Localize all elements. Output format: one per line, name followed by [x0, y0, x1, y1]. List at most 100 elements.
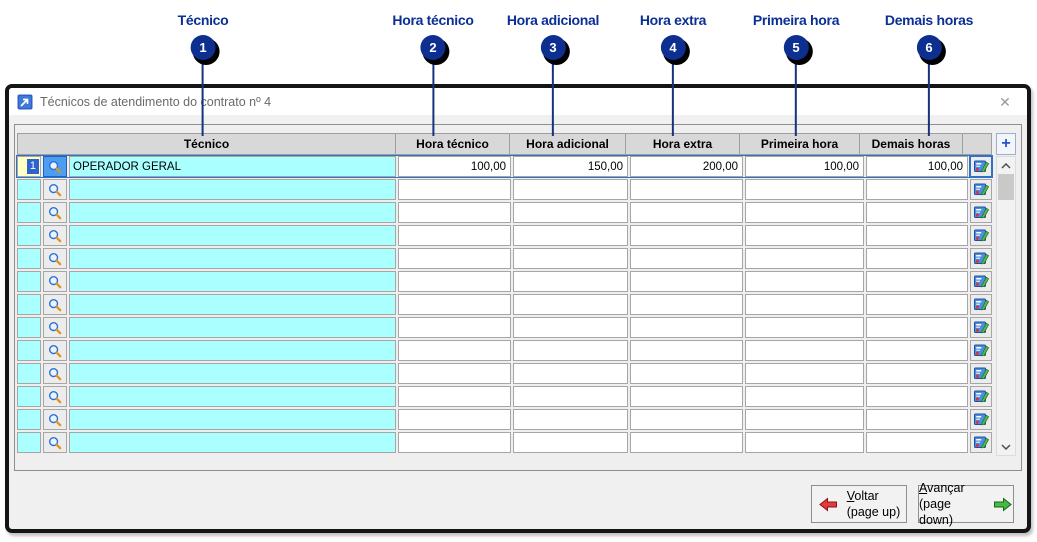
hora-extra-cell[interactable] — [630, 202, 743, 223]
hora-adicional-cell[interactable] — [513, 432, 628, 453]
scrollbar-track[interactable] — [997, 174, 1015, 438]
close-button[interactable]: ✕ — [995, 92, 1015, 112]
demais-horas-cell[interactable] — [866, 386, 968, 407]
tecnico-cell[interactable] — [69, 386, 396, 407]
vertical-scrollbar[interactable] — [996, 156, 1016, 456]
primeira-hora-cell[interactable] — [745, 340, 864, 361]
primeira-hora-cell[interactable] — [745, 317, 864, 338]
edit-record-button[interactable] — [969, 155, 993, 178]
lookup-button[interactable] — [43, 340, 67, 361]
edit-record-button[interactable] — [970, 248, 992, 269]
lookup-button[interactable] — [43, 317, 67, 338]
lookup-button[interactable] — [43, 432, 67, 453]
hora-extra-cell[interactable] — [630, 386, 743, 407]
edit-record-button[interactable] — [970, 179, 992, 200]
primeira-hora-cell[interactable] — [745, 294, 864, 315]
primeira-hora-cell[interactable] — [745, 179, 864, 200]
hora-adicional-cell[interactable] — [513, 248, 628, 269]
lookup-button[interactable] — [43, 202, 67, 223]
hora-tecnico-cell[interactable] — [398, 432, 511, 453]
hora-tecnico-cell[interactable] — [398, 202, 511, 223]
demais-horas-cell[interactable]: 100,00 — [866, 156, 968, 177]
hora-extra-cell[interactable] — [630, 317, 743, 338]
demais-horas-cell[interactable] — [866, 202, 968, 223]
lookup-button[interactable] — [43, 156, 67, 177]
demais-horas-cell[interactable] — [866, 225, 968, 246]
demais-horas-cell[interactable] — [866, 317, 968, 338]
demais-horas-cell[interactable] — [866, 271, 968, 292]
hora-tecnico-cell[interactable] — [398, 363, 511, 384]
hora-tecnico-cell[interactable] — [398, 179, 511, 200]
hora-tecnico-cell[interactable]: 100,00 — [398, 156, 511, 177]
tecnico-cell[interactable] — [69, 202, 396, 223]
lookup-button[interactable] — [43, 386, 67, 407]
primeira-hora-cell[interactable] — [745, 225, 864, 246]
edit-record-button[interactable] — [970, 340, 992, 361]
demais-horas-cell[interactable] — [866, 340, 968, 361]
demais-horas-cell[interactable] — [866, 363, 968, 384]
demais-horas-cell[interactable] — [866, 248, 968, 269]
edit-record-button[interactable] — [970, 432, 992, 453]
scroll-up-button[interactable] — [997, 157, 1015, 174]
hora-tecnico-cell[interactable] — [398, 294, 511, 315]
edit-record-button[interactable] — [970, 317, 992, 338]
tecnico-cell[interactable] — [69, 340, 396, 361]
tecnico-cell[interactable] — [69, 432, 396, 453]
hora-adicional-cell[interactable] — [513, 409, 628, 430]
tecnico-cell[interactable] — [69, 271, 396, 292]
tecnico-cell[interactable] — [69, 294, 396, 315]
hora-adicional-cell[interactable] — [513, 179, 628, 200]
edit-record-button[interactable] — [970, 386, 992, 407]
hora-tecnico-cell[interactable] — [398, 225, 511, 246]
demais-horas-cell[interactable] — [866, 409, 968, 430]
primeira-hora-cell[interactable]: 100,00 — [745, 156, 864, 177]
demais-horas-cell[interactable] — [866, 179, 968, 200]
hora-extra-cell[interactable] — [630, 179, 743, 200]
hora-adicional-cell[interactable] — [513, 202, 628, 223]
hora-adicional-cell[interactable] — [513, 363, 628, 384]
lookup-button[interactable] — [43, 294, 67, 315]
hora-extra-cell[interactable] — [630, 294, 743, 315]
tecnico-cell[interactable] — [69, 248, 396, 269]
hora-tecnico-cell[interactable] — [398, 317, 511, 338]
hora-adicional-cell[interactable] — [513, 225, 628, 246]
demais-horas-cell[interactable] — [866, 432, 968, 453]
lookup-button[interactable] — [43, 271, 67, 292]
tecnico-cell[interactable]: OPERADOR GERAL — [69, 156, 396, 177]
lookup-button[interactable] — [43, 225, 67, 246]
hora-extra-cell[interactable] — [630, 225, 743, 246]
hora-extra-cell[interactable] — [630, 363, 743, 384]
lookup-button[interactable] — [43, 248, 67, 269]
hora-extra-cell[interactable] — [630, 409, 743, 430]
primeira-hora-cell[interactable] — [745, 386, 864, 407]
hora-adicional-cell[interactable] — [513, 317, 628, 338]
edit-record-button[interactable] — [970, 363, 992, 384]
demais-horas-cell[interactable] — [866, 294, 968, 315]
tecnico-cell[interactable] — [69, 409, 396, 430]
lookup-button[interactable] — [43, 179, 67, 200]
hora-adicional-cell[interactable] — [513, 386, 628, 407]
add-row-button[interactable]: + — [996, 133, 1016, 155]
hora-tecnico-cell[interactable] — [398, 340, 511, 361]
primeira-hora-cell[interactable] — [745, 432, 864, 453]
scroll-down-button[interactable] — [997, 438, 1015, 455]
hora-adicional-cell[interactable] — [513, 271, 628, 292]
hora-tecnico-cell[interactable] — [398, 271, 511, 292]
hora-extra-cell[interactable] — [630, 432, 743, 453]
tecnico-cell[interactable] — [69, 179, 396, 200]
tecnico-cell[interactable] — [69, 225, 396, 246]
edit-record-button[interactable] — [970, 409, 992, 430]
hora-extra-cell[interactable] — [630, 340, 743, 361]
hora-extra-cell[interactable]: 200,00 — [630, 156, 743, 177]
primeira-hora-cell[interactable] — [745, 248, 864, 269]
hora-adicional-cell[interactable]: 150,00 — [513, 156, 628, 177]
forward-page-down-button[interactable]: Avançar (page down) — [918, 481, 1014, 527]
primeira-hora-cell[interactable] — [745, 363, 864, 384]
scrollbar-thumb[interactable] — [998, 174, 1014, 200]
hora-adicional-cell[interactable] — [513, 340, 628, 361]
lookup-button[interactable] — [43, 409, 67, 430]
tecnico-cell[interactable] — [69, 317, 396, 338]
edit-record-button[interactable] — [970, 202, 992, 223]
edit-record-button[interactable] — [970, 271, 992, 292]
lookup-button[interactable] — [43, 363, 67, 384]
